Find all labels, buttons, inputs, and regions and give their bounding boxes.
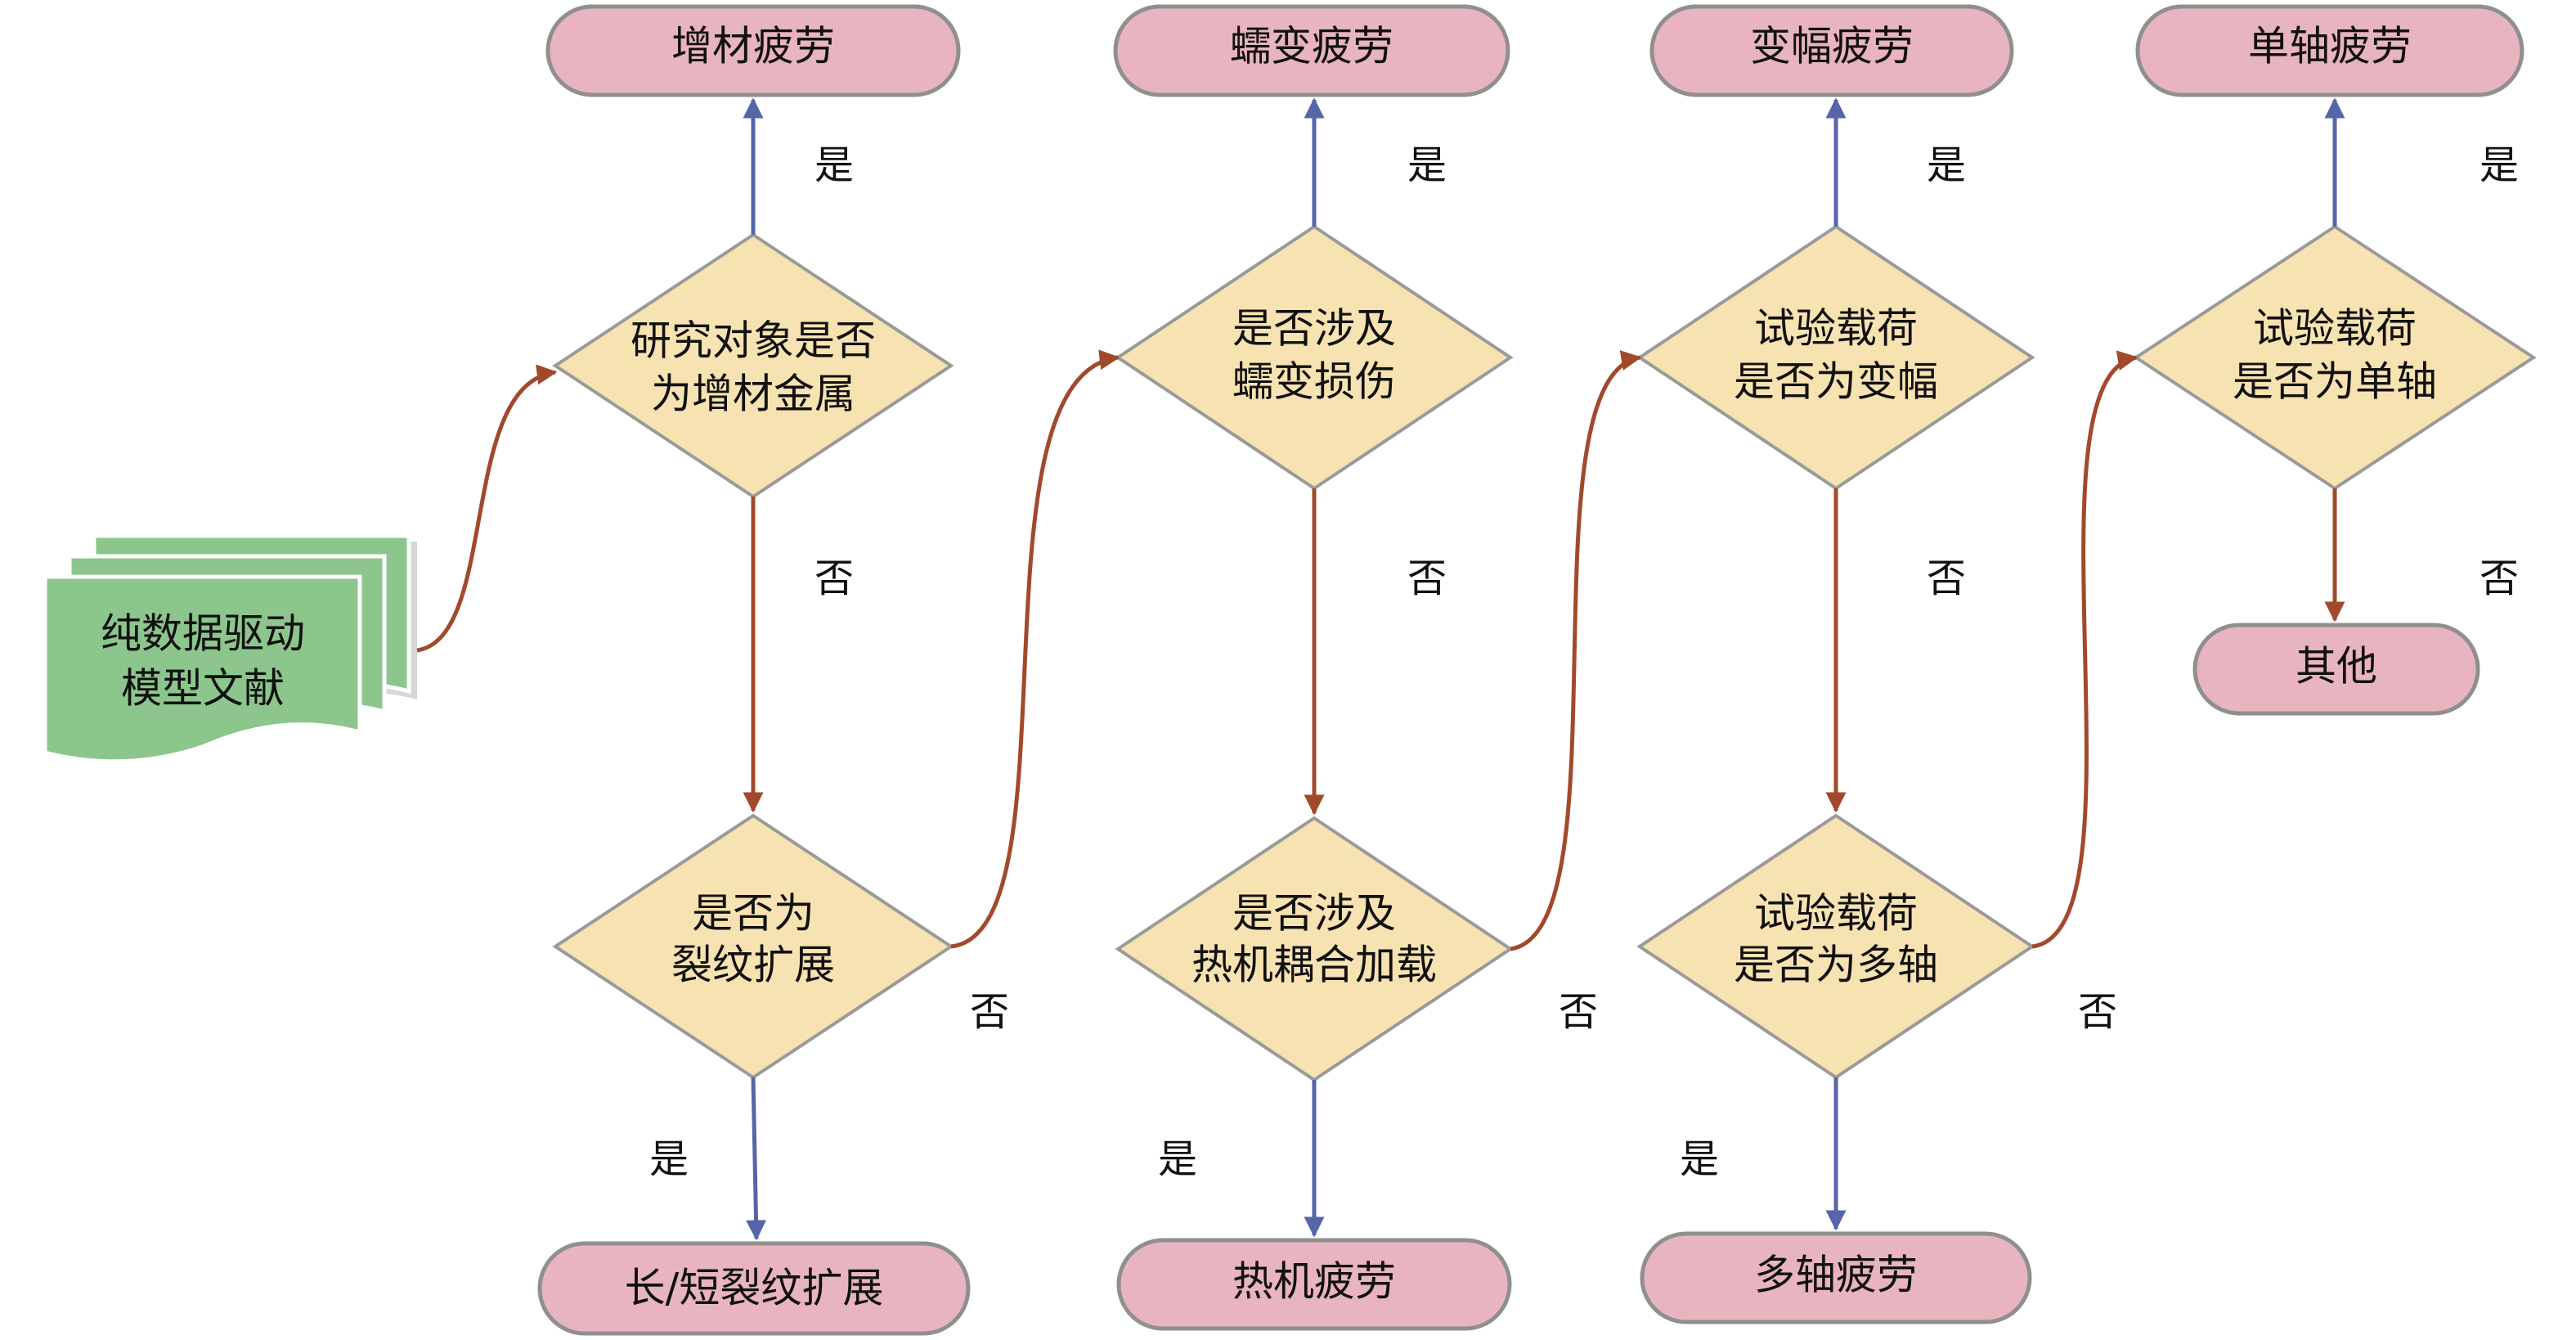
decision-thermomechanical: 是否涉及 热机耦合加载: [1115, 816, 1514, 1082]
svg-text:裂纹扩展: 裂纹扩展: [671, 942, 835, 989]
no-label: 否: [970, 989, 1009, 1035]
outcome-creep-fatigue: 蠕变疲劳: [1113, 4, 1510, 97]
source-text-line2: 模型文献: [121, 665, 285, 713]
no-arrow-crack: [950, 349, 1120, 949]
svg-text:变幅疲劳: 变幅疲劳: [1750, 23, 1914, 70]
yes-label: 是: [815, 142, 854, 188]
yes-label: 是: [1680, 1136, 1719, 1182]
source-text-line1: 纯数据驱动: [101, 610, 305, 658]
yes-label: 是: [649, 1136, 689, 1182]
yes-label: 是: [1927, 142, 1966, 188]
svg-text:是否为多轴: 是否为多轴: [1734, 942, 1938, 989]
no-arrow-thermomechanical: [1510, 350, 1642, 951]
decision-crack-growth: 是否为 裂纹扩展: [552, 813, 954, 1080]
no-label: 否: [1407, 555, 1447, 601]
decision-additive-metal: 研究对象是否 为增材金属: [552, 232, 954, 499]
yes-label: 是: [1158, 1136, 1197, 1182]
svg-text:是否涉及: 是否涉及: [1232, 305, 1396, 353]
no-arrow-source-to-additive: [416, 364, 558, 653]
yes-label: 是: [1407, 142, 1447, 188]
decision-multiaxial: 试验载荷 是否为多轴: [1636, 813, 2035, 1080]
outcome-uniaxial-fatigue: 单轴疲劳: [2135, 4, 2524, 97]
svg-text:是否涉及: 是否涉及: [1232, 890, 1396, 938]
svg-text:蠕变疲劳: 蠕变疲劳: [1230, 23, 1393, 70]
svg-text:热机疲劳: 热机疲劳: [1232, 1258, 1396, 1306]
svg-text:蠕变损伤: 蠕变损伤: [1232, 358, 1396, 406]
svg-text:为增材金属: 为增材金属: [651, 371, 855, 418]
no-label: 否: [815, 555, 854, 601]
no-label: 否: [1559, 989, 1598, 1035]
svg-text:多轴疲劳: 多轴疲劳: [1754, 1252, 1918, 1299]
decision-creep-damage: 是否涉及 蠕变损伤: [1115, 224, 1514, 491]
outcome-variable-amplitude-fatigue: 变幅疲劳: [1649, 4, 2014, 97]
svg-text:是否为单轴: 是否为单轴: [2233, 358, 2437, 406]
no-label: 否: [2078, 989, 2117, 1035]
svg-text:是否为变幅: 是否为变幅: [1734, 358, 1938, 406]
svg-text:长/短裂纹扩展: 长/短裂纹扩展: [625, 1265, 884, 1312]
outcome-other: 其他: [2192, 623, 2480, 716]
svg-text:研究对象是否: 研究对象是否: [631, 317, 876, 365]
outcome-crack-growth: 长/短裂纹扩展: [537, 1241, 971, 1336]
decision-uniaxial: 试验载荷 是否为单轴: [2133, 224, 2537, 491]
svg-text:单轴疲劳: 单轴疲劳: [2248, 23, 2412, 70]
svg-text:热机耦合加载: 热机耦合加载: [1192, 942, 1437, 989]
source-document: 纯数据驱动 模型文献: [43, 533, 417, 764]
outcome-multiaxial-fatigue: 多轴疲劳: [1640, 1231, 2032, 1324]
svg-text:其他: 其他: [2296, 643, 2377, 690]
svg-text:试验载荷: 试验载荷: [1754, 305, 1918, 353]
no-arrow-multiaxial: [2031, 350, 2138, 949]
svg-text:增材疲劳: 增材疲劳: [671, 23, 835, 70]
outcome-thermomechanical-fatigue: 热机疲劳: [1116, 1238, 1512, 1331]
svg-text:试验载荷: 试验载荷: [1754, 890, 1918, 938]
no-label: 否: [1927, 555, 1966, 601]
yes-label: 是: [2480, 142, 2519, 188]
no-label: 否: [2480, 555, 2519, 601]
svg-text:是否为: 是否为: [692, 890, 815, 938]
yes-arrow-crack: [746, 1077, 767, 1241]
decision-variable-amplitude: 试验载荷 是否为变幅: [1636, 224, 2035, 491]
svg-text:试验载荷: 试验载荷: [2253, 305, 2417, 353]
outcome-additive-fatigue: 增材疲劳: [545, 4, 961, 97]
